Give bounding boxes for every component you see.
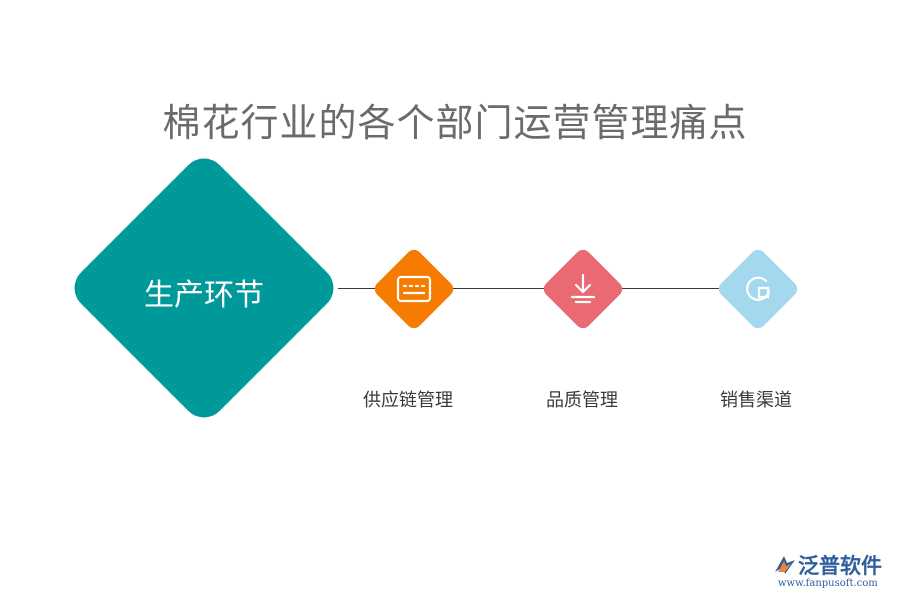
main-diamond-label: 生产环节 <box>144 278 264 313</box>
brand-url: www.fanpusoft.com <box>778 578 878 589</box>
node-label-sales: 销售渠道 <box>720 390 792 411</box>
download-icon <box>570 273 596 304</box>
brand-name: 泛普软件 <box>798 554 882 578</box>
card-icon <box>396 275 432 303</box>
node-label-quality: 品质管理 <box>546 390 618 411</box>
pie-chart-icon <box>746 276 771 301</box>
brand-logo: 泛普软件 www.fanpusoft.com <box>772 550 892 594</box>
brand-mark-icon <box>775 556 795 574</box>
page-title: 棉花行业的各个部门运营管理痛点 <box>162 101 748 145</box>
node-label-supply-chain: 供应链管理 <box>363 390 453 411</box>
connector-line <box>338 288 740 289</box>
